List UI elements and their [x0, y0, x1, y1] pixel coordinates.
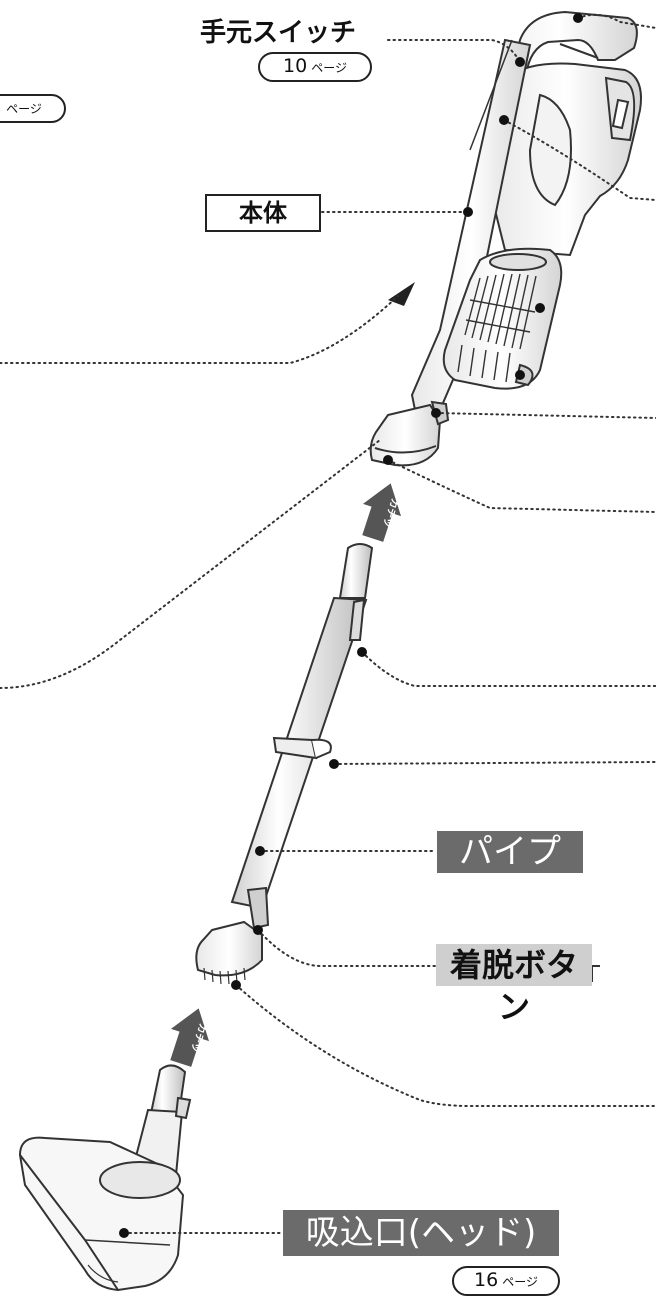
pipe: [195, 543, 374, 985]
main-body: [369, 10, 642, 467]
click-arrow-lower: カチッ: [170, 1008, 210, 1067]
label-hand-switch: 手元スイッチ: [200, 18, 357, 48]
page-ref-nozzle-number: 16: [474, 1269, 499, 1291]
pipe-lower-socket: [195, 920, 263, 977]
pipe-top: [338, 543, 374, 599]
page-ref-unit: ページ: [311, 61, 347, 75]
label-nozzle: 吸込口(ヘッド): [283, 1210, 559, 1256]
page-ref-nozzle-unit: ページ: [502, 1275, 538, 1289]
body-socket: [369, 403, 442, 467]
label-body: 本体: [205, 194, 321, 232]
floor-nozzle: [18, 1064, 192, 1292]
page-ref-top-left: ページ: [0, 94, 66, 123]
leader-dots: [119, 13, 583, 1238]
pointer-arrow: [388, 282, 415, 306]
label-release-button: 着脱ボタン: [436, 944, 592, 1026]
page-ref-number: 10: [283, 55, 308, 77]
label-pipe: パイプ: [437, 831, 583, 873]
page-ref-unit-top-left: ページ: [6, 102, 42, 116]
click-arrow-upper: カチッ: [362, 483, 402, 542]
